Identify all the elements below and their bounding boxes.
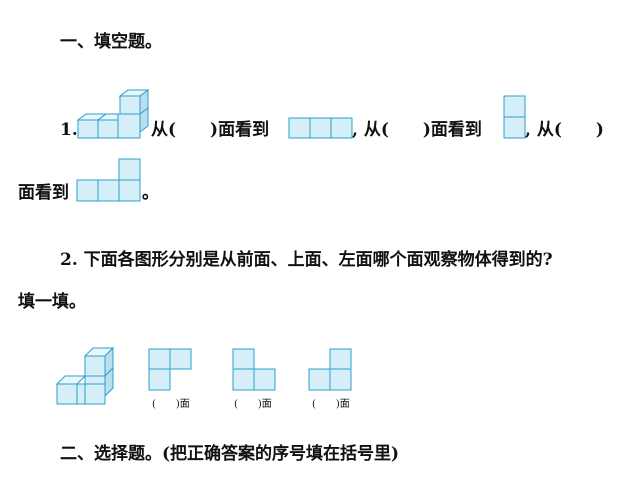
q2-view-3 bbox=[308, 348, 352, 391]
q1-line2b: 。 bbox=[142, 183, 159, 203]
q1-part2: , 从( )面看到 bbox=[352, 120, 482, 140]
q1-view-l-shape bbox=[76, 158, 141, 202]
q2-line2: 填一填。 bbox=[18, 292, 86, 312]
section2-heading: 二、选择题。(把正确答案的序号填在括号里) bbox=[60, 444, 400, 464]
q2-view-2 bbox=[232, 348, 276, 391]
q2-answer-1: ( )面 bbox=[152, 399, 190, 410]
q1-number: 1. bbox=[60, 120, 78, 140]
q1-view-two-stacked bbox=[503, 95, 526, 139]
q1-view-three-squares bbox=[288, 117, 353, 139]
q2-view-1 bbox=[148, 348, 192, 391]
q2-answer-3: ( )面 bbox=[312, 399, 350, 410]
q1-part1: 从( )面看到 bbox=[151, 120, 270, 140]
q2-3d-cube-object bbox=[55, 346, 115, 405]
section1-heading: 一、填空题。 bbox=[60, 32, 162, 52]
q2-line1: 2. 下面各图形分别是从前面、上面、左面哪个面观察物体得到的? bbox=[60, 250, 553, 270]
q2-answer-2: ( )面 bbox=[234, 399, 272, 410]
q1-part3: , 从( ) bbox=[525, 120, 604, 140]
q1-3d-cube-shape bbox=[76, 89, 150, 139]
q1-line2a: 面看到 bbox=[18, 183, 69, 203]
